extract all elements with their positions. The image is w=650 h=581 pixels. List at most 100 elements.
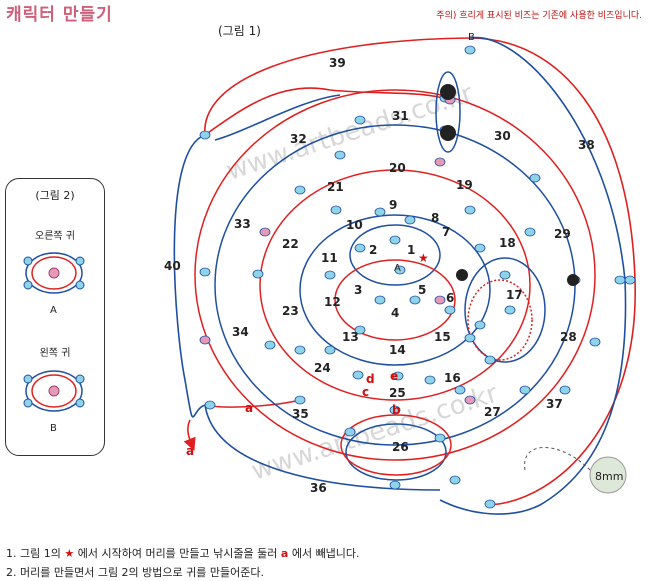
marker-a-top: a: [245, 401, 253, 415]
figure-2-title: (그림 2): [35, 189, 75, 202]
cell-number-13: 13: [342, 330, 359, 344]
cell-number-10: 10: [346, 218, 363, 232]
instruction-1-mid: 에서 시작하여 머리를 만들고 낚시줄을 둘러: [77, 547, 278, 560]
bead-icon: [464, 333, 476, 343]
marker-e: e: [390, 369, 398, 383]
cell-number-25: 25: [389, 386, 406, 400]
cell-number-1: 1: [407, 243, 415, 257]
cell-number-18: 18: [499, 236, 516, 250]
bead-icon: [449, 475, 461, 485]
bead-icon: [454, 385, 466, 395]
cell-number-3: 3: [354, 283, 362, 297]
left-ear-diagram: B: [23, 370, 85, 434]
cell-number-5: 5: [418, 283, 426, 297]
bead-icon: [324, 270, 336, 280]
marker-B: B: [468, 32, 475, 43]
cell-number-37: 37: [546, 397, 563, 411]
left-ear-marker: B: [50, 423, 57, 434]
cell-number-20: 20: [389, 161, 406, 175]
cell-number-11: 11: [321, 251, 338, 265]
instruction-1-suffix: 에서 빼냅니다.: [291, 547, 360, 560]
cell-number-35: 35: [292, 407, 309, 421]
bead-icon: [499, 270, 511, 280]
bead-icon: [424, 375, 436, 385]
note-text: 주의) 흐리게 표시된 비즈는 기존에 사용한 비즈입니다.: [436, 11, 642, 21]
cell-number-39: 39: [329, 56, 346, 70]
bead-icon: [559, 385, 571, 395]
instruction-1: 1. 그림 1의 ★ 에서 시작하여 머리를 만들고 낚시줄을 둘러 a 에서 …: [6, 545, 360, 561]
bead-icon: [344, 427, 356, 437]
cell-number-31: 31: [392, 109, 409, 123]
bead-icon: [334, 150, 346, 160]
instruction-1-a: a: [280, 547, 289, 560]
bead-icon: [474, 320, 486, 330]
cell-number-9: 9: [389, 198, 397, 212]
marker-c: c: [362, 385, 369, 399]
black-beads: [440, 84, 579, 286]
instruction-2: 2. 머리를 만들면서 그림 2의 방법으로 귀를 만들어준다.: [6, 566, 264, 579]
cell-number-4: 4: [391, 306, 399, 320]
instruction-star-icon: ★: [64, 547, 75, 560]
cell-numbers: 1234567891011121314151617181920212223242…: [164, 56, 595, 495]
cell-number-28: 28: [560, 330, 577, 344]
cell-number-34: 34: [232, 325, 249, 339]
bead-icon: [264, 340, 276, 350]
marker-b: b: [392, 403, 401, 417]
cell-number-6: 6: [446, 291, 454, 305]
cell-number-19: 19: [456, 178, 473, 192]
marker-A: A: [394, 263, 401, 274]
bead-icon: [519, 385, 531, 395]
cell-number-24: 24: [314, 361, 331, 375]
cell-number-21: 21: [327, 180, 344, 194]
cell-number-38: 38: [578, 138, 595, 152]
bead-icon: [199, 130, 211, 140]
cell-number-36: 36: [310, 481, 327, 495]
bead-icon: [589, 337, 601, 347]
cell-number-12: 12: [324, 295, 341, 309]
bead-icon: [204, 400, 216, 410]
bead-icon: [524, 227, 536, 237]
bead-icon: [624, 275, 636, 285]
right-ear-marker: A: [50, 305, 57, 316]
bead-icon: [330, 205, 342, 215]
figure-1-label: (그림 1): [218, 24, 261, 38]
bead-icon: [294, 345, 306, 355]
bead-icon: [409, 295, 421, 305]
cell-number-30: 30: [494, 129, 511, 143]
instruction-1-prefix: 1. 그림 1의: [6, 547, 61, 560]
bead-icon: [389, 405, 401, 415]
bead-icon: [294, 395, 306, 405]
bead-icon: [354, 325, 366, 335]
left-ear-label: 왼쪽 귀: [39, 348, 71, 359]
bead-icon: [199, 335, 211, 345]
page-title: 캐릭터 만들기: [6, 5, 113, 25]
bead-size-pointer: [524, 447, 591, 471]
cell-number-40: 40: [164, 259, 181, 273]
bead-icon: [404, 215, 416, 225]
bead-icon: [434, 157, 446, 167]
cell-number-29: 29: [554, 227, 571, 241]
bead-8mm-icon: [589, 456, 627, 494]
bead-icon: [464, 205, 476, 215]
bead-icon: [504, 305, 516, 315]
bead-icon: [484, 355, 496, 365]
bead-icon: [434, 295, 446, 305]
bead-icon: [444, 305, 456, 315]
figure-2-panel: (그림 2) 오른쪽 귀 A 왼쪽 귀 B: [5, 178, 105, 456]
cell-rings: [194, 71, 596, 481]
bead-icon: [199, 267, 211, 277]
cell-number-26: 26: [392, 440, 409, 454]
bead-icon: [389, 480, 401, 490]
cell-number-22: 22: [282, 237, 299, 251]
cell-number-7: 7: [442, 225, 450, 239]
cell-number-16: 16: [444, 371, 461, 385]
bead-icon: [374, 295, 386, 305]
cell-number-15: 15: [434, 330, 451, 344]
bead-icon: [464, 45, 476, 55]
right-ear-diagram: A: [23, 252, 85, 316]
bead-icon: [324, 345, 336, 355]
bead-icon: [614, 275, 626, 285]
cell-number-2: 2: [369, 243, 377, 257]
start-star-icon: ★: [418, 251, 429, 265]
